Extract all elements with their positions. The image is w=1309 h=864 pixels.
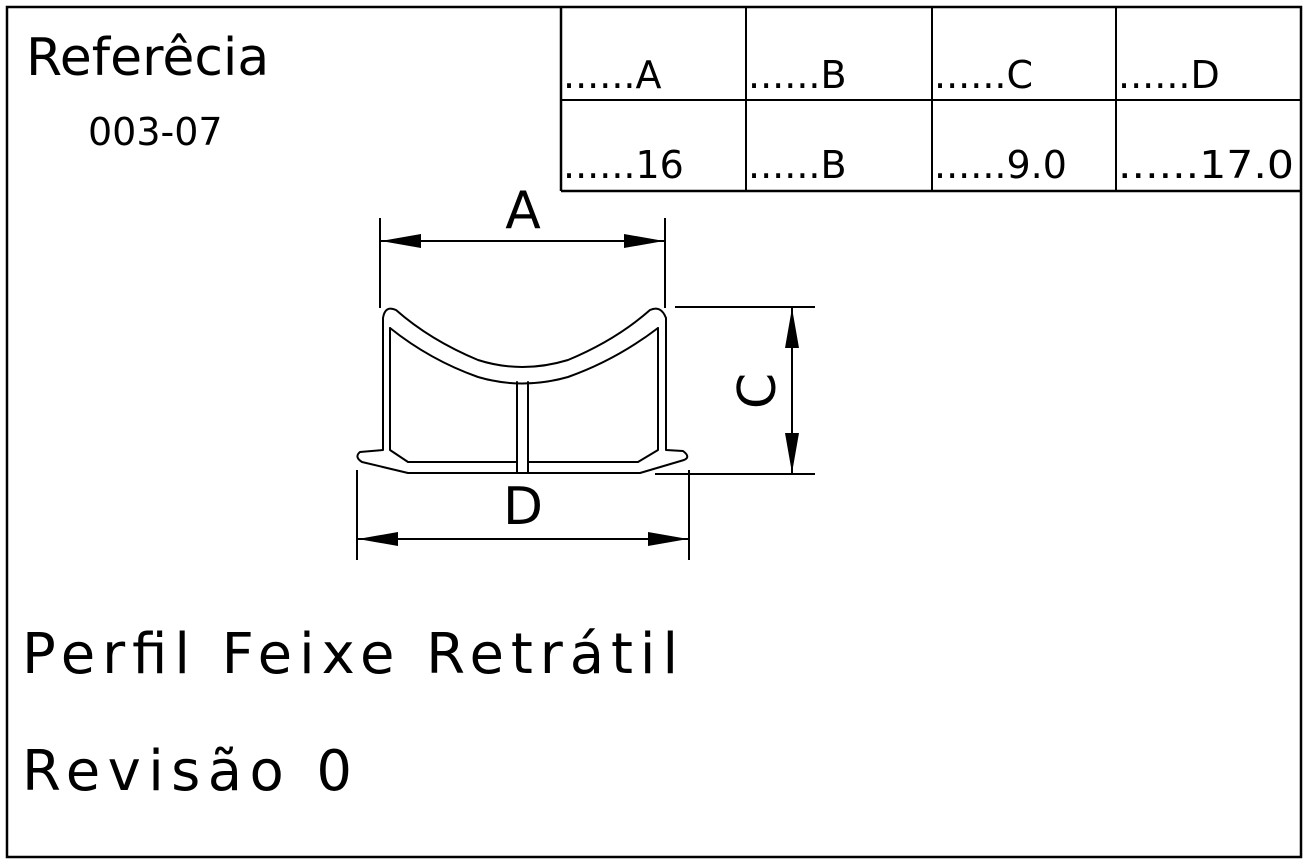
profile-cross-section: [356, 307, 689, 474]
reference-label: Referêcia: [26, 28, 269, 88]
reference-code: 003-07: [88, 110, 223, 154]
table-value-a: ......16: [563, 143, 684, 187]
table-value-b: ......B: [748, 143, 847, 187]
table-header-d: ......D: [1118, 53, 1220, 97]
table-header-c: ......C: [934, 53, 1033, 97]
revision-text: Revisão 0: [22, 739, 352, 804]
dimension-a: A: [379, 181, 666, 308]
dimension-c-label: C: [728, 373, 788, 409]
dimension-table: ......A ......B ......C ......D ......16…: [559, 7, 1301, 193]
dimension-c: C: [655, 306, 815, 475]
table-value-c: ......9.0: [934, 143, 1067, 187]
dimension-d: D: [356, 470, 690, 560]
table-value-d: ......17.0: [1118, 143, 1294, 187]
dimension-a-label: A: [505, 181, 541, 241]
description-text: Perfil Feixe Retrátil: [22, 622, 678, 687]
table-header-b: ......B: [748, 53, 847, 97]
table-header-a: ......A: [563, 53, 661, 97]
sheet-border: [5, 5, 1303, 859]
dimension-d-label: D: [503, 477, 543, 537]
